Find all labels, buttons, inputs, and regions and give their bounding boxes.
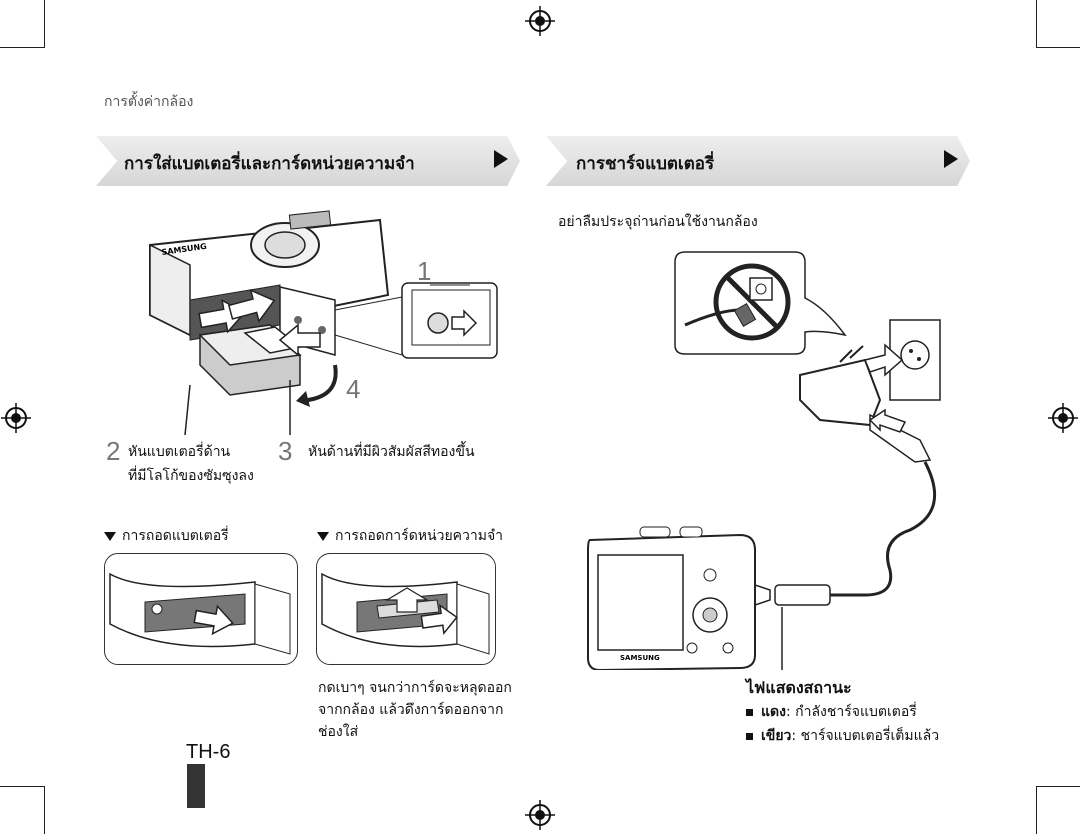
status-item-green: เขียว: ชาร์จแบตเตอรี่เต็มแล้ว xyxy=(746,726,939,746)
remove-card-illustration xyxy=(321,572,490,655)
page-number: TH-6 xyxy=(186,741,231,763)
section-title-charging: การชาร์จแบตเตอรี่ xyxy=(576,154,715,174)
remove-battery-label: การถอดแบตเตอรี่ xyxy=(104,526,229,546)
charging-illustration: SAMSUNG xyxy=(587,251,941,670)
status-red-desc: : กำลังชาร์จแบตเตอรี่ xyxy=(785,704,917,720)
battery-insertion-illustration: SAMSUNG xyxy=(149,210,498,436)
triangle-down-icon xyxy=(317,531,329,541)
step-4-number: 4 xyxy=(346,374,361,404)
crop-mark xyxy=(44,786,45,834)
registration-mark-icon xyxy=(1048,403,1078,433)
bullet-icon xyxy=(746,732,753,740)
breadcrumb: การตั้งค่ากล้อง xyxy=(104,94,194,110)
remove-battery-text: การถอดแบตเตอรี่ xyxy=(122,528,229,544)
remove-card-label: การถอดการ์ดหน่วยความจำ xyxy=(317,526,503,546)
step-2-text-line1: หันแบตเตอรี่ด้าน xyxy=(128,444,231,460)
section-bar-charging xyxy=(546,136,970,186)
play-arrow-icon xyxy=(494,150,508,168)
camera-brand-text-2: SAMSUNG xyxy=(620,654,660,662)
card-note-line2: จากกล้อง แล้วดึงการ์ดออกจาก xyxy=(318,702,504,718)
card-note-line1: กดเบาๆ จนกว่าการ์ดจะหลุดออก xyxy=(318,680,512,696)
status-green-desc: : ชาร์จแบตเตอรี่เต็มแล้ว xyxy=(791,728,940,744)
step-3-text: หันด้านที่มีผิวสัมผัสสีทองขึ้น xyxy=(308,444,475,460)
step-1-number: 1 xyxy=(417,256,432,286)
remove-battery-panel xyxy=(104,553,298,665)
section-title-insert: การใส่แบตเตอรี่และการ์ดหน่วยความจำ xyxy=(124,154,415,174)
status-green-label: เขียว xyxy=(761,728,792,744)
status-red-label: แดง xyxy=(761,704,786,720)
registration-mark-icon xyxy=(525,800,555,830)
step-3-number: 3 xyxy=(278,436,293,466)
crop-mark xyxy=(0,47,44,48)
crop-mark xyxy=(1036,0,1037,48)
status-item-red: แดง: กำลังชาร์จแบตเตอรี่ xyxy=(746,702,917,722)
remove-battery-illustration xyxy=(109,572,291,655)
section-bar-insert xyxy=(96,136,520,186)
triangle-down-icon xyxy=(104,531,116,541)
status-title: ไฟแสดงสถานะ xyxy=(746,678,852,697)
registration-mark-icon xyxy=(1,403,31,433)
bullet-icon xyxy=(746,708,753,716)
crop-mark xyxy=(1036,786,1080,787)
registration-mark-icon xyxy=(525,6,555,36)
crop-mark xyxy=(44,0,45,48)
remove-card-panel xyxy=(316,553,496,665)
step-2-number: 2 xyxy=(106,436,121,466)
crop-mark xyxy=(1036,47,1080,48)
crop-mark xyxy=(0,786,44,787)
remove-card-text: การถอดการ์ดหน่วยความจำ xyxy=(335,528,504,544)
page-tab-marker xyxy=(187,764,205,808)
card-note-line3: ช่องใส่ xyxy=(318,724,359,740)
crop-mark xyxy=(1036,786,1037,834)
step-2-text-line2: ที่มีโลโก้ของซัมซุงลง xyxy=(128,468,254,484)
charging-subtitle: อย่าลืมประจุถ่านก่อนใช้งานกล้อง xyxy=(558,214,758,230)
play-arrow-icon xyxy=(944,150,958,168)
